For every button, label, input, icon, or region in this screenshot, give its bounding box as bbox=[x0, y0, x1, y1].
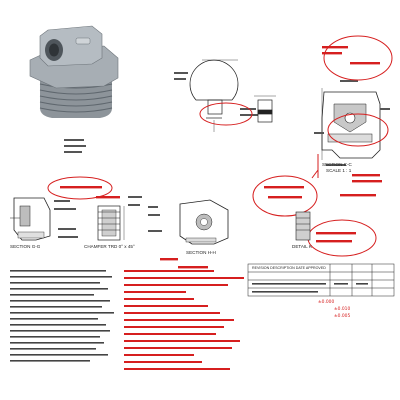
section-c-label: SECTION C-C bbox=[322, 162, 352, 167]
section-h-label: SECTION H-H bbox=[186, 250, 216, 255]
general-notes-lines bbox=[10, 270, 114, 362]
section-g-label: SECTION G-G bbox=[10, 244, 41, 249]
chamfer-note: CHAMFER TRD 0° x 45° bbox=[84, 244, 135, 249]
title-block bbox=[247, 263, 395, 297]
title-block-revision-row: REVISION DESCRIPTION DATE APPROVED bbox=[252, 266, 326, 270]
section-g-view bbox=[10, 197, 51, 241]
red-chinese-notes bbox=[124, 270, 244, 370]
detail-k-view bbox=[295, 211, 311, 241]
tolerance-line-1: ±0.000 bbox=[318, 300, 335, 305]
tolerance-line-3: ±0.005 bbox=[334, 314, 351, 319]
thread-view-left bbox=[97, 205, 125, 241]
section-c-dims bbox=[314, 80, 390, 166]
section-c-scale-label: SCALE 1 : 1 bbox=[326, 168, 352, 173]
detail-k-label: DETAIL K bbox=[292, 244, 312, 249]
front-view-dims bbox=[174, 72, 258, 116]
section-h-view bbox=[179, 199, 229, 245]
front-view-mid-top bbox=[189, 59, 239, 132]
mid-section-dims bbox=[128, 196, 162, 232]
title-block-fill bbox=[252, 283, 368, 293]
red-markup-notes bbox=[60, 46, 382, 269]
view-properties-note bbox=[64, 139, 86, 153]
isometric-fitting-render bbox=[29, 25, 119, 118]
section-g-dims bbox=[54, 200, 78, 238]
section-view-small bbox=[254, 95, 276, 123]
tolerance-line-2: ±0.010 bbox=[334, 307, 351, 312]
section-c-view bbox=[321, 88, 381, 160]
